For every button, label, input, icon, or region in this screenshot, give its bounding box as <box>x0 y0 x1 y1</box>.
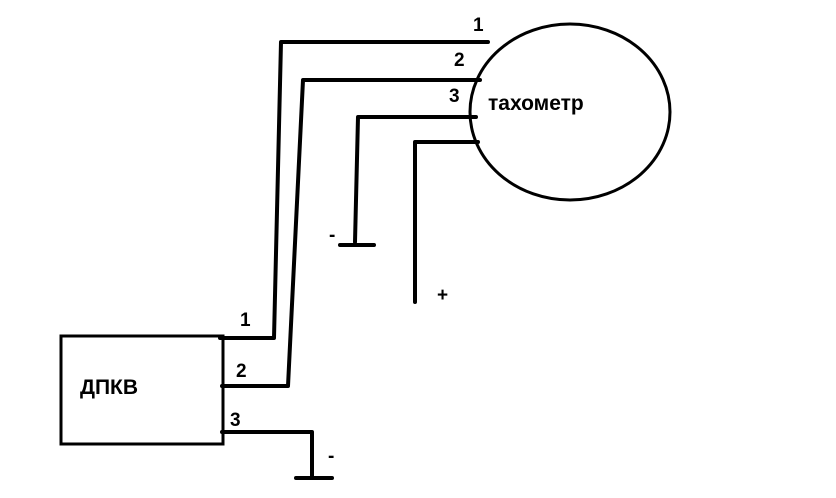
power-label: + <box>437 285 448 306</box>
sensor-pin-2: 2 <box>236 361 247 382</box>
wire-1 <box>218 40 490 340</box>
tachometer-pin-1: 1 <box>473 15 484 36</box>
sensor-pin-1: 1 <box>240 310 251 331</box>
tachometer-pin-2: 2 <box>454 50 465 71</box>
wire-2 <box>220 78 482 388</box>
sensor-label: ДПКВ <box>80 376 138 399</box>
tachometer-body <box>468 22 672 202</box>
wire-power <box>413 140 480 304</box>
wire-3-sensor-ground <box>220 430 314 478</box>
tachometer-ground-label: - <box>329 225 335 246</box>
tachometer-pin-3: 3 <box>449 86 460 107</box>
tachometer-label: тахометр <box>488 92 584 115</box>
sensor-box <box>59 334 225 446</box>
sensor-ground-label: - <box>328 446 334 467</box>
wire-3-tacho-ground <box>353 115 478 244</box>
sensor-pin-3: 3 <box>230 410 241 431</box>
